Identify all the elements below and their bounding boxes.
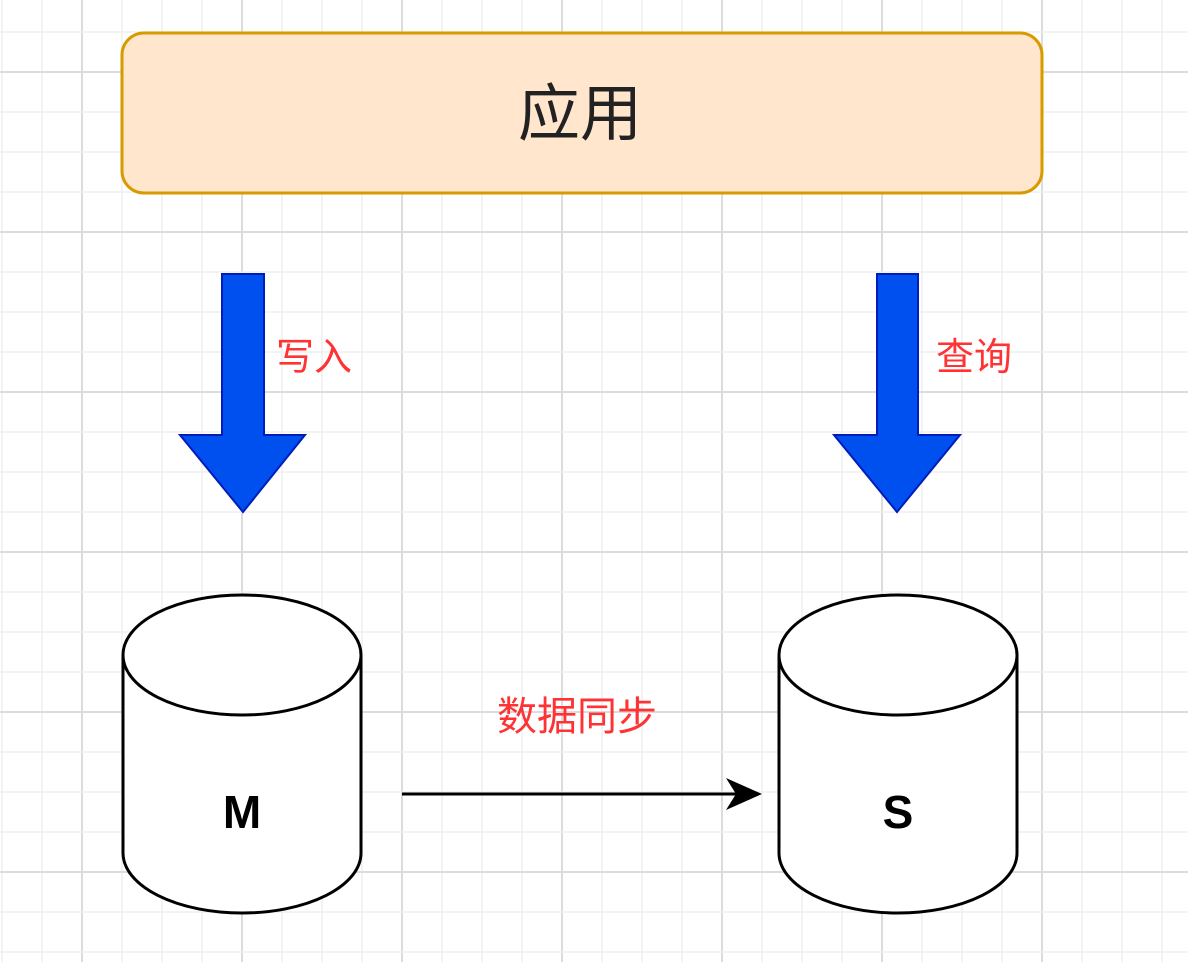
slave-db[interactable]: S [777, 593, 1019, 915]
sync-edge[interactable] [402, 778, 762, 810]
sync-label: 数据同步 [497, 694, 657, 740]
query-label: 查询 [936, 335, 1012, 379]
slave-db-label: S [883, 786, 914, 838]
write-label: 写入 [276, 335, 352, 379]
arrowhead-icon [726, 778, 762, 810]
app-box-label: 应用 [518, 77, 642, 150]
master-db[interactable]: M [121, 593, 363, 915]
app-box[interactable]: 应用 [120, 31, 1044, 195]
master-db-label: M [223, 786, 261, 838]
query-arrow[interactable] [831, 273, 963, 514]
write-arrow[interactable] [177, 273, 308, 514]
